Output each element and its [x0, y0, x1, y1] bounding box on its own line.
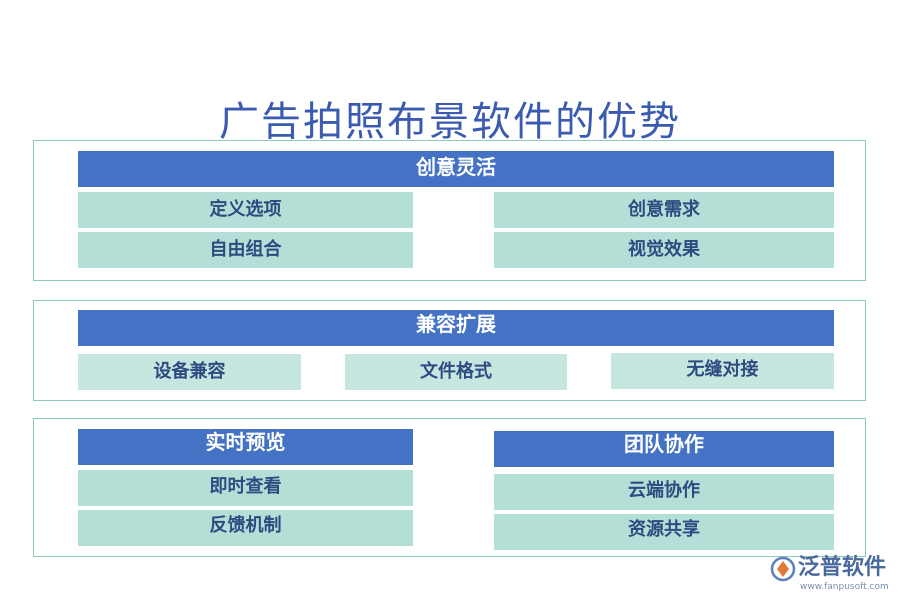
page-title: 广告拍照布景软件的优势	[219, 99, 681, 145]
cell-team-2: 资源共享	[494, 514, 834, 550]
cell-compat-2: 文件格式	[345, 354, 567, 390]
cell-creative-right-1: 创意需求	[494, 192, 834, 228]
brand-logo: 泛普软件 www.fanpusoft.com	[770, 554, 895, 594]
cell-preview-1: 即时查看	[78, 470, 413, 506]
header-compat: 兼容扩展	[78, 310, 834, 346]
header-preview: 实时预览	[78, 429, 413, 465]
logo-name: 泛普软件	[798, 555, 887, 580]
cell-creative-right-2: 视觉效果	[494, 232, 834, 268]
cell-compat-1: 设备兼容	[78, 354, 301, 390]
cell-creative-left-1: 定义选项	[78, 192, 413, 228]
header-team: 团队协作	[494, 431, 834, 467]
cell-team-1: 云端协作	[494, 474, 834, 510]
cell-preview-2: 反馈机制	[78, 510, 413, 546]
fanpu-logo-icon	[770, 556, 796, 582]
logo-url: www.fanpusoft.com	[800, 582, 889, 592]
cell-compat-3: 无缝对接	[611, 353, 834, 389]
cell-creative-left-2: 自由组合	[78, 232, 413, 268]
header-creative: 创意灵活	[78, 151, 834, 187]
